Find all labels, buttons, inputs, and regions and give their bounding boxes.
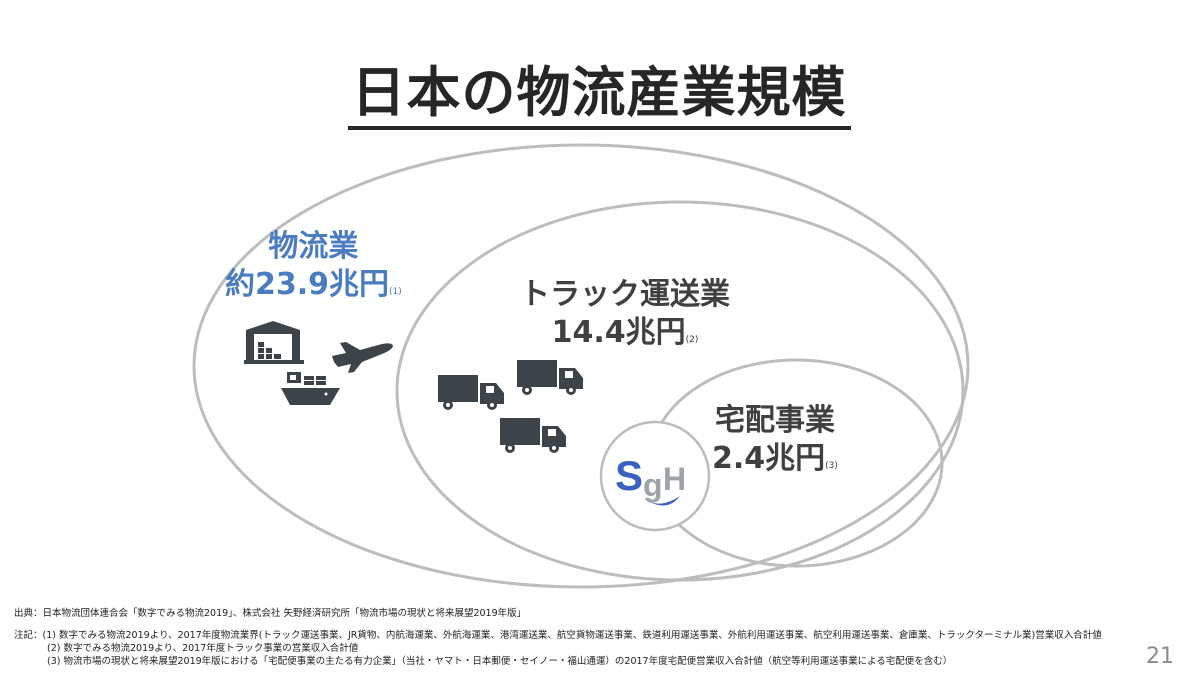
logo-letter-g: g: [643, 467, 663, 503]
logo-letter-h: H: [663, 461, 686, 497]
logistics-name: 物流業: [268, 229, 359, 264]
logistics-value: 約23.9兆円: [225, 266, 390, 302]
footnote-1: 注記：(1) 数字でみる物流2019より、2017年度物流業界(トラック運送事業…: [14, 630, 1102, 641]
delivery-note: (3): [825, 460, 838, 471]
logo-swoosh: [648, 496, 680, 506]
sgh-logo-circle: [599, 420, 711, 532]
trucking-circle: [395, 200, 965, 582]
source-citation: 出典：日本物流団体連合会「数字でみる物流2019」、株式会社 矢野経済研究所「物…: [14, 608, 527, 619]
truck-icon: [500, 418, 566, 453]
sgh-logo: S g H: [615, 452, 686, 506]
trucking-value-line: 14.4兆円(2): [520, 314, 730, 352]
delivery-label: 宅配事業 2.4兆円(3): [712, 402, 838, 477]
trucking-label: トラック運送業 14.4兆円(2): [520, 276, 730, 351]
delivery-value-line: 2.4兆円(3): [712, 440, 838, 478]
logistics-circle: [192, 143, 970, 589]
logistics-value-line: 約23.9兆円(1): [225, 266, 402, 304]
logistics-note: (1): [389, 286, 402, 297]
page-number: 21: [1146, 644, 1174, 669]
truck-icon: [438, 375, 504, 410]
warehouse-icon: [244, 321, 304, 364]
footnotes: 注記：(1) 数字でみる物流2019より、2017年度物流業界(トラック運送事業…: [14, 629, 1102, 668]
footnote-2: (2) 数字でみる物流2019より、2017年度トラック事業の営業収入合計値: [47, 643, 359, 654]
footnote-3: (3) 物流市場の現状と将来展望2019年版における「宅配便事業の主たる有力企業…: [47, 656, 953, 667]
truck-icon: [517, 360, 583, 395]
airplane-icon: [332, 342, 393, 373]
trucking-note: (2): [685, 334, 699, 345]
page-title: 日本の物流産業規模: [0, 48, 1198, 130]
trucking-value: 14.4兆円: [551, 314, 686, 350]
logo-letter-s: S: [615, 452, 643, 499]
ship-icon: [281, 372, 340, 405]
delivery-value: 2.4兆円: [712, 440, 826, 476]
trucking-name: トラック運送業: [520, 277, 730, 312]
logistics-label: 物流業 約23.9兆円(1): [225, 228, 402, 303]
delivery-name: 宅配事業: [714, 403, 835, 438]
